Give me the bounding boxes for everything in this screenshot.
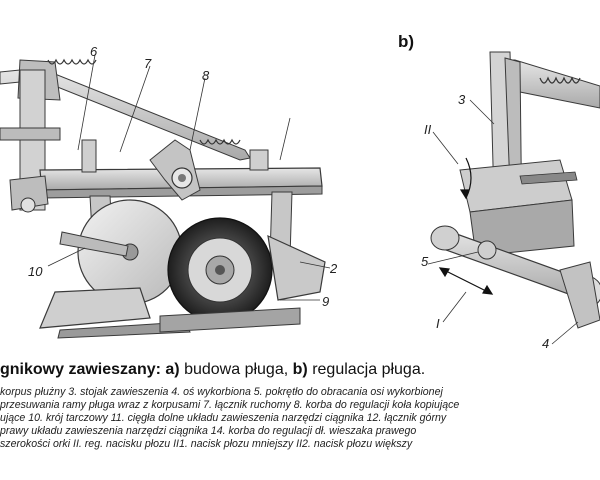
label-b5: 5 [421,254,429,269]
label-9: 9 [322,294,329,309]
caption-b: b) [292,361,308,378]
plough-illustration: b) 6 7 8 10 2 9 3 5 4 I II [0,32,600,351]
label-8: 8 [202,68,210,83]
figure-caption: gnikowy zawieszany: a) budowa pługa, b) … [0,361,600,385]
legend-line: ujące 10. krój tarczowy 11. cięgła dolne… [0,412,447,424]
legend-line: korpus płużny 3. stojak zawieszenia 4. o… [0,386,443,398]
label-7: 7 [144,56,152,71]
figure-legend: korpus płużny 3. stojak zawieszenia 4. o… [0,386,600,476]
label-bI: I [436,316,440,331]
label-bII: II [424,122,432,137]
label-b3: 3 [458,92,466,107]
label-b4: 4 [542,336,549,351]
plough-adjustment-view [427,51,600,345]
caption-a-text: budowa pługa, [184,361,289,378]
legend-line: prawy układu zawieszenia narzędzi ciągni… [0,425,417,437]
legend-line: szerokości orki II. reg. nacisku płozu I… [0,438,413,450]
panel-b-label: b) [398,32,414,51]
plough-side-view [0,54,331,339]
caption-b-text: regulacja pługa. [312,361,426,378]
legend-line: przesuwania ramy pługa wraz z korpusami … [0,399,460,411]
label-10: 10 [28,264,43,279]
caption-a: a) [165,361,180,378]
label-2: 2 [329,261,338,276]
caption-lead: gnikowy zawieszany: [0,361,161,378]
label-6: 6 [90,44,98,59]
